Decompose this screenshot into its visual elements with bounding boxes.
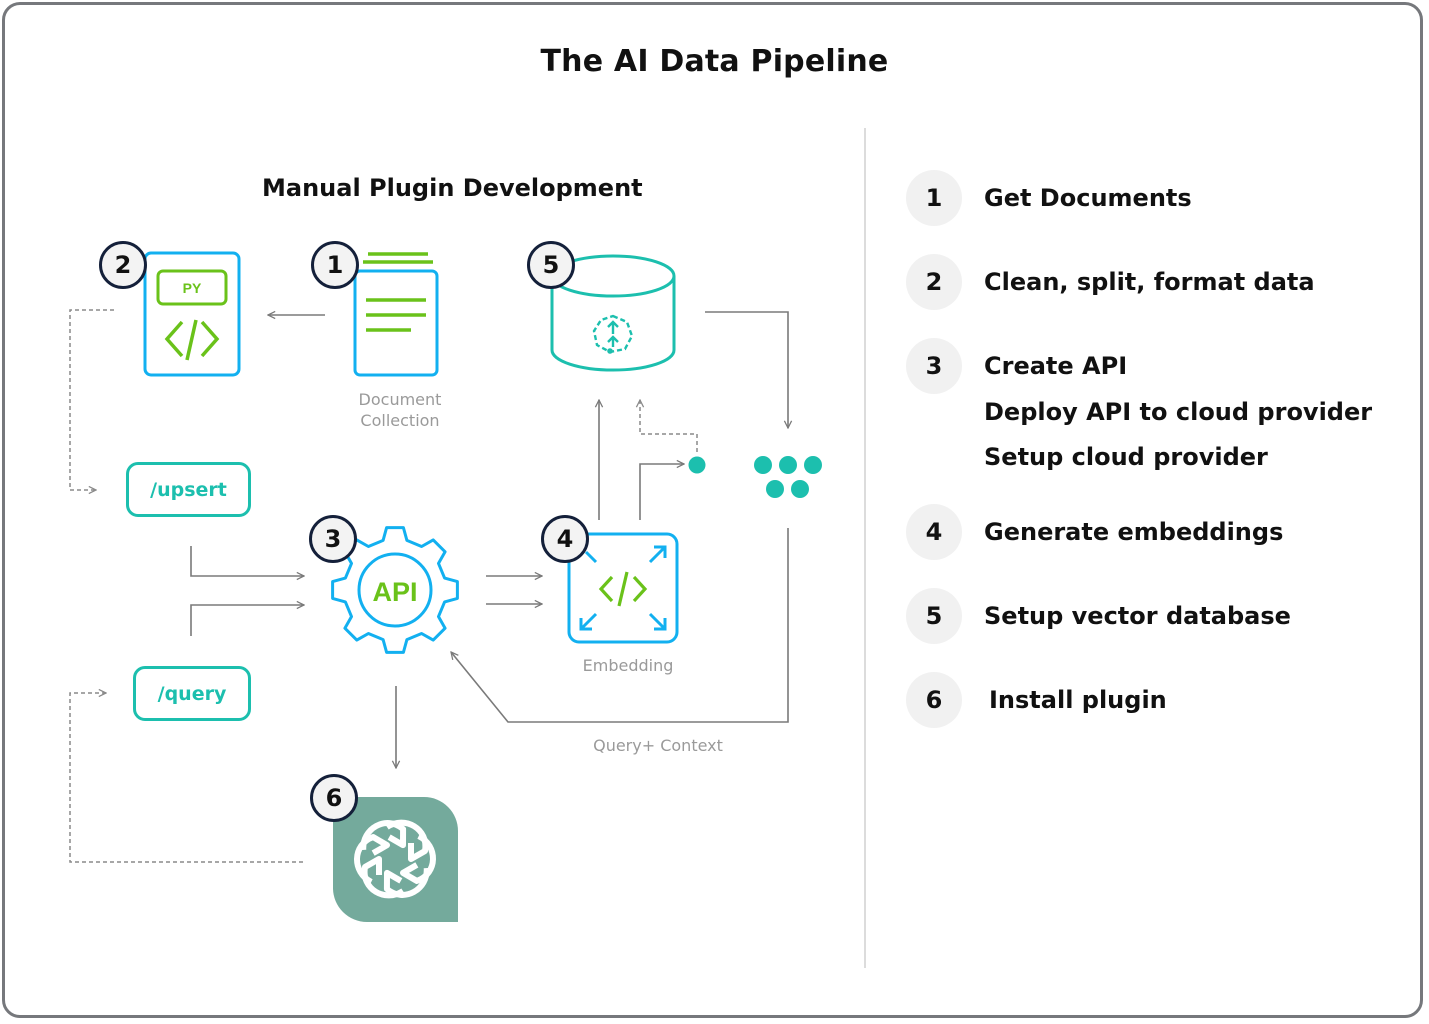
document-icon (353, 252, 439, 377)
step-text: Deploy API to cloud provider (984, 398, 1373, 426)
step-number: 4 (906, 504, 962, 560)
step-badge-5: 5 (527, 241, 575, 289)
step-number: 5 (906, 588, 962, 644)
document-collection-label: Document Collection (340, 389, 460, 431)
document-collection-label-line1: Document (358, 390, 442, 409)
api-label: API (372, 577, 417, 607)
dashed-vector-to-db (640, 400, 698, 452)
arrow-embedding-to-vector (639, 464, 684, 520)
section-divider (864, 128, 866, 968)
arrow-upsert-to-api (190, 546, 304, 576)
step-text: Setup vector database (984, 602, 1291, 630)
diagram-subtitle: Manual Plugin Development (262, 174, 643, 202)
vector-cluster-icon (592, 314, 634, 354)
dashed-script-to-upsert (69, 309, 114, 490)
step-text: Generate embeddings (984, 518, 1284, 546)
step-badge-1: 1 (311, 241, 359, 289)
query-endpoint[interactable]: /query (133, 666, 251, 721)
page-title: The AI Data Pipeline (540, 44, 889, 79)
step-text: Get Documents (984, 184, 1192, 212)
step-number: 6 (906, 672, 962, 728)
arrow-query-to-api (190, 605, 304, 636)
step-number: 1 (906, 170, 962, 226)
step-number: 2 (906, 254, 962, 310)
document-collection-label-line2: Collection (360, 411, 440, 430)
openai-logo-icon (333, 797, 458, 922)
vector-point (688, 456, 706, 474)
step-text: Create API (984, 352, 1128, 380)
step-badge-6: 6 (310, 774, 358, 822)
expand-code-icon (567, 532, 679, 644)
step-text: Install plugin (989, 686, 1167, 714)
python-code-file-icon (143, 251, 241, 377)
query-context-label: Query+ Context (593, 736, 723, 755)
step-text: Setup cloud provider (984, 443, 1268, 471)
step-number: 3 (906, 338, 962, 394)
step-badge-3: 3 (309, 515, 357, 563)
vector-set-icon (754, 456, 822, 498)
step-text: Clean, split, format data (984, 268, 1315, 296)
step-badge-2: 2 (99, 241, 147, 289)
step-badge-4: 4 (541, 515, 589, 563)
upsert-endpoint[interactable]: /upsert (126, 462, 251, 517)
arrow-db-to-vectors (705, 311, 788, 428)
dashed-chatgpt-to-query (69, 693, 303, 863)
embedding-label: Embedding (582, 656, 674, 675)
arrow-context-to-api (451, 528, 789, 723)
gear-icon (331, 526, 459, 654)
python-file-tag: PY (183, 280, 202, 296)
